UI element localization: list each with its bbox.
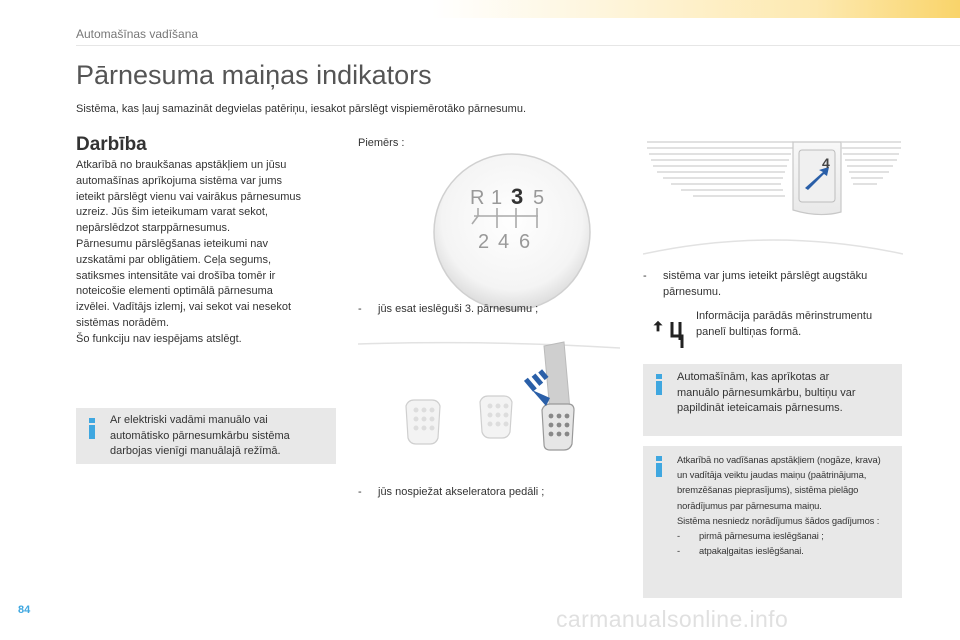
darbiba-line: Atkarībā no braukšanas apstākļiem un jūs…	[76, 159, 287, 171]
page-number: 84	[18, 604, 31, 616]
darbiba-line: noteicošie elementi optimālā pārnesuma	[76, 285, 273, 298]
darbiba-line: satiksmes intensitāte vai drošība tomēr …	[76, 269, 276, 282]
info-icon	[653, 374, 665, 396]
bullet-dash-line: sistēma var jums ieteikt pārslēgt augstā…	[663, 270, 868, 282]
shift-up-arrow-icon	[805, 167, 829, 190]
info-list-text: pirmā pārnesuma ieslēgšanai ;	[699, 530, 824, 542]
header-rule	[76, 45, 960, 46]
gear-knob-illustration: R 1 3 5 2 4 6	[433, 153, 591, 311]
info-line: un vadītāja veiktu jaudas maiņu (paātrin…	[677, 469, 867, 481]
bullet-gear: - jūs esat ieslēguši 3. pārnesumu ;	[358, 302, 538, 318]
info-list-item: - atpakaļgaitas ieslēgšanai.	[677, 543, 899, 558]
darbiba-line: nepārslēdzot starppārnesumus.	[76, 222, 231, 235]
info-line: norādījumus par pārnesuma maiņu.	[677, 499, 822, 511]
bullet-dash: -	[358, 486, 362, 498]
press-arrow-icon	[523, 369, 550, 406]
info-list-dash: -	[677, 530, 681, 542]
info-box-automatic: Ar elektriski vadāmi manuālo vai automāt…	[76, 408, 336, 464]
gear-label-3: 3	[511, 184, 523, 209]
darbiba-line: uzskatāmi par obligātiem. Ceļa segums,	[76, 253, 272, 266]
info-line: darbojas vienīgi manuālajā režīmā.	[110, 445, 281, 457]
example-label: Piemērs :	[358, 137, 405, 149]
bullet-dash-mark: -	[643, 270, 647, 282]
info-line: Ar elektriski vadāmi manuālo vai	[110, 414, 268, 426]
pedals-illustration	[358, 341, 620, 451]
bullet-pedal-text: jūs nospiežat akseleratora pedāli ;	[378, 486, 545, 498]
gear-label-2: 2	[478, 231, 489, 253]
info-icon	[86, 418, 98, 440]
dash-info-line: Informācija parādās mērinstrumentu	[696, 310, 873, 322]
bullet-pedal: - jūs nospiežat akseleratora pedāli ;	[358, 485, 544, 501]
gear-label-r: R	[470, 187, 484, 209]
info-list-text: atpakaļgaitas ieslēgšanai.	[699, 545, 804, 557]
info-box-manual: Automašīnām, kas aprīkotas ar manuālo pā…	[643, 364, 902, 436]
gear-label-1: 1	[491, 187, 502, 209]
dash-gear-digit: 4	[822, 155, 830, 171]
darbiba-line: automašīnas aprīkojuma sistēma var jums	[76, 174, 283, 187]
darbiba-line: uzreiz. Jūs šim ieteikumam varat sekot,	[76, 206, 268, 219]
watermark: carmanualsonline.info	[556, 606, 789, 632]
info-icon	[653, 456, 665, 478]
info-list-item: - pirmā pārnesuma ieslēgšanai ;	[677, 528, 899, 543]
info-automatic-text: Ar elektriski vadāmi manuālo vai automāt…	[110, 413, 332, 460]
gear-label-4: 4	[498, 231, 509, 253]
darbiba-line: ieteikt pārslēgt vienu vai vairākus pārn…	[76, 190, 302, 203]
info-line: bremzēšanas pieprasījums), sistēma pielā…	[677, 484, 859, 496]
dash-info-line: panelī bultiņas formā.	[696, 325, 802, 338]
intro-text: Sistēma, kas ļauj samazināt degvielas pa…	[76, 103, 527, 115]
bullet-dash-line: pārnesumu.	[663, 285, 722, 298]
darbiba-line: Pārnesumu pārslēgšanas ieteikumi nav	[76, 237, 268, 250]
bullet-dash: - sistēma var jums ieteikt pārslēgt augs…	[643, 269, 867, 300]
info-line: automātisko pārnesumkārbu sistēma	[110, 429, 290, 442]
info-line: manuālo pārnesumkārbu, bultiņu var	[677, 386, 856, 399]
info-line: Sistēma nesniedz norādījumus šādos gadīj…	[677, 514, 880, 526]
info-conditions-text: Atkarībā no vadīšanas apstākļiem (nogāze…	[677, 452, 899, 558]
info-box-conditions: Atkarībā no vadīšanas apstākļiem (nogāze…	[643, 446, 902, 598]
dashboard-illustration: 4	[643, 134, 903, 264]
darbiba-line: izvēlei. Vadītājs izlemj, vai sekot vai …	[76, 301, 291, 314]
gear-label-5: 5	[533, 187, 544, 209]
info-line: papildināt ieteicamais pārnesums.	[677, 402, 843, 414]
gear-label-6: 6	[519, 231, 530, 253]
info-manual-text: Automašīnām, kas aprīkotas ar manuālo pā…	[677, 370, 897, 417]
darbiba-line: Šo funkciju nav iespējams atslēgt.	[76, 332, 242, 345]
info-list-dash: -	[677, 545, 681, 557]
page-title: Pārnesuma maiņas indikators	[76, 60, 432, 90]
dash-info-text: Informācija parādās mērinstrumentu panel…	[696, 309, 902, 340]
info-line: Automašīnām, kas aprīkotas ar	[677, 371, 830, 383]
darbiba-title: Darbība	[76, 134, 147, 155]
shift-up-indicator-icon	[650, 319, 684, 348]
bullet-gear-text: jūs esat ieslēguši 3. pārnesumu ;	[378, 303, 539, 315]
info-line: Atkarībā no vadīšanas apstākļiem (nogāze…	[677, 454, 881, 465]
darbiba-line: sistēmas norādēm.	[76, 316, 169, 329]
header-bar	[0, 0, 960, 18]
section-title: Automašīnas vadīšana	[76, 27, 199, 41]
darbiba-text: Atkarībā no braukšanas apstākļiem un jūs…	[76, 158, 326, 348]
bullet-dash: -	[358, 303, 362, 315]
bullet-dash-text: sistēma var jums ieteikt pārslēgt augstā…	[663, 269, 867, 300]
